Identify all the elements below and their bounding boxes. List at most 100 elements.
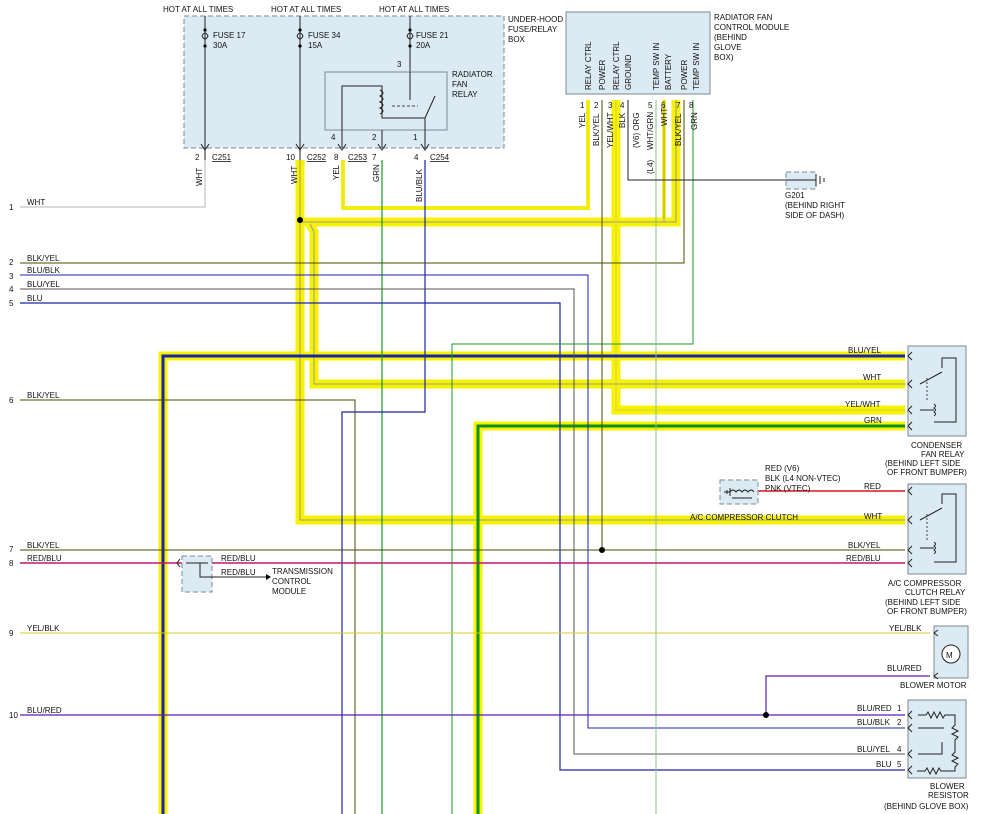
module-wire-label: BLK/YEL <box>674 113 683 146</box>
row-number: 9 <box>9 629 14 638</box>
clutch-title: A/C COMPRESSOR CLUTCH <box>690 513 798 522</box>
module-pin-name: GROUND <box>624 54 633 90</box>
c253-label: C253 <box>348 153 368 162</box>
ground-name: G201 <box>785 191 805 200</box>
module-pin-name: RELAY CTRL <box>612 41 621 90</box>
relay-coil-icon <box>933 541 936 555</box>
relay-title-2: FAN <box>452 80 468 89</box>
condenser-title: CONDENSER <box>911 441 962 450</box>
blower-motor-title: BLOWER MOTOR <box>900 681 967 690</box>
fuse17-label: FUSE 17 <box>213 31 246 40</box>
row-wire-label: BLU/RED <box>27 706 62 715</box>
resistor-wire-label: BLU/RED <box>857 704 892 713</box>
relay-pin-2: 2 <box>372 133 377 142</box>
row-number: 5 <box>9 299 14 308</box>
motor-symbol: M <box>946 651 953 660</box>
fuse34-label: FUSE 34 <box>308 31 341 40</box>
relay-switch-icon <box>424 95 436 119</box>
row-number: 2 <box>9 258 14 267</box>
c254-label: C254 <box>430 153 450 162</box>
clutch-variant-label: PNK (VTEC) <box>765 484 811 493</box>
module-title-4: GLOVE <box>714 43 742 52</box>
resistor-pin: 5 <box>897 760 902 769</box>
row-number: 8 <box>9 559 14 568</box>
row-wire-label: BLU <box>27 294 43 303</box>
condenser-fan-relay: BLU/YEL WHT YEL/WHT GRN CONDENSER FAN RE… <box>845 345 967 477</box>
module-v6-org: (V6) ORG <box>632 112 641 148</box>
clutch-relay-title: (BEHIND LEFT SIDE <box>885 598 960 607</box>
radiator-fan-control-module: RADIATOR FAN CONTROL MODULE (BEHIND GLOV… <box>565 11 789 174</box>
fuse-box-connector-terminals <box>200 143 430 151</box>
ac-compressor-clutch-relay: BLK/YEL RED/BLU A/C COMPRESSOR CLUTCH RE… <box>846 483 967 616</box>
condenser-title: FAN RELAY <box>921 450 965 459</box>
under-hood-fuse-box: UNDER-HOOD FUSE/RELAY BOX FUSE 17 30A FU… <box>183 15 563 160</box>
relay-title-3: RELAY <box>452 90 478 99</box>
c252-label: C252 <box>307 153 327 162</box>
module-wire-label: WHT <box>660 108 669 126</box>
fusebox-title-3: BOX <box>508 35 526 44</box>
module-pin-name: TEMP SW IN <box>692 42 701 90</box>
fuse21-amp: 20A <box>416 41 431 50</box>
motor-icon <box>941 644 961 664</box>
splice-dot <box>599 547 605 553</box>
tcm-title: TRANSMISSION <box>272 567 333 576</box>
module-title-3: (BEHIND <box>714 33 747 42</box>
c253-pin-7: 7 <box>372 153 377 162</box>
module-wire-label: BLK <box>618 112 627 128</box>
module-pin-name: POWER <box>680 60 689 90</box>
condenser-title: (BEHIND LEFT SIDE <box>885 459 960 468</box>
fuse-icon <box>406 32 414 40</box>
relay-switch-icon <box>919 493 957 548</box>
resistor-wire-label: BLU/BLK <box>857 718 891 727</box>
clutch-wire-label: WHT <box>864 512 882 521</box>
c252-pin: 10 <box>286 153 295 162</box>
row-wire-label: BLK/YEL <box>27 391 60 400</box>
resistor-title: (BEHIND GLOVE BOX) <box>884 802 969 811</box>
transmission-control-module-connector: RED/BLU RED/BLU TRANSMISSION CONTROL MOD… <box>176 554 333 596</box>
clutch-relay-title: OF FRONT BUMPER) <box>887 607 967 616</box>
row-wire-label: BLK/YEL <box>27 254 60 263</box>
module-pin-name: TEMP SW IN <box>652 42 661 90</box>
module-wire-label: YEL <box>578 112 587 128</box>
c253-pin-8: 8 <box>334 153 339 162</box>
blower-motor: M YEL/BLK BLU/RED BLOWER MOTOR <box>887 624 969 690</box>
row-number: 7 <box>9 545 14 554</box>
row-number: 10 <box>9 711 18 720</box>
tcm-wire-label: RED/BLU <box>221 554 256 563</box>
module-pin-num: 6 <box>661 101 666 110</box>
clutch-variant-label: BLK (L4 NON-VTEC) <box>765 474 841 483</box>
module-pin-num: 5 <box>648 101 653 110</box>
resistor-pin: 4 <box>897 745 902 754</box>
condenser-wire-label: BLU/YEL <box>848 346 881 355</box>
hot-label-2: HOT AT ALL TIMES <box>271 5 341 14</box>
relay-coil-icon <box>378 89 384 115</box>
c254-pin: 4 <box>414 153 419 162</box>
condenser-wire-label: WHT <box>863 373 881 382</box>
module-wire-label: GRN <box>690 112 699 130</box>
ground-loc-1: (BEHIND RIGHT <box>785 201 845 210</box>
relay-pin-3: 3 <box>397 60 402 69</box>
condenser-title: OF FRONT BUMPER) <box>887 468 967 477</box>
module-pin-num: 2 <box>594 101 599 110</box>
hot-label-1: HOT AT ALL TIMES <box>163 5 233 14</box>
wire-label-blu-blk: BLU/BLK <box>415 168 424 202</box>
module-wire-label: BLK/YEL <box>592 113 601 146</box>
c251-pin: 2 <box>195 153 200 162</box>
resistor-wire-label: BLU <box>876 760 892 769</box>
module-title-5: BOX) <box>714 53 734 62</box>
module-title-1: RADIATOR FAN <box>714 13 773 22</box>
module-pin-name: RELAY CTRL <box>584 41 593 90</box>
module-title-2: CONTROL MODULE <box>714 23 789 32</box>
tcm-title: CONTROL <box>272 577 312 586</box>
ground-loc-2: SIDE OF DASH) <box>785 211 844 220</box>
module-pin-num: 3 <box>608 101 613 110</box>
row-number: 3 <box>9 272 14 281</box>
fuse17-amp: 30A <box>213 41 228 50</box>
module-wire-label: YEL/WHT <box>606 112 615 148</box>
module-wire-label: WHT/GRN <box>646 112 655 150</box>
relay-title-1: RADIATOR <box>452 70 493 79</box>
blower-motor-wire-label: BLU/RED <box>887 664 922 673</box>
row-wire-label: YEL/BLK <box>27 624 60 633</box>
splice-dot <box>297 217 303 223</box>
